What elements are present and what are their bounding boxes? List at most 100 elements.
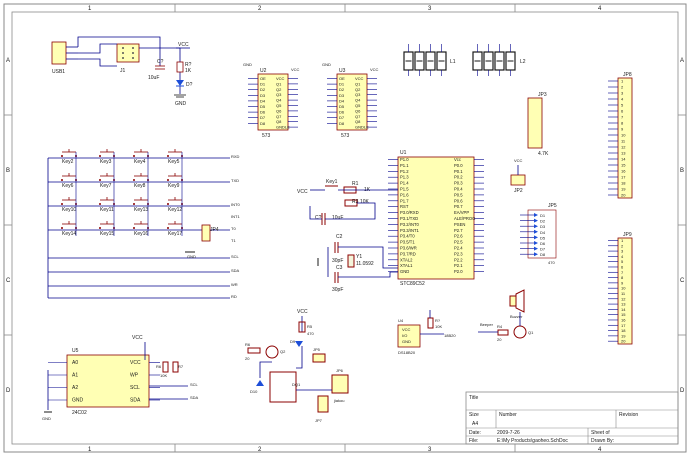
u5-pin-right: SDA (130, 398, 141, 404)
jp9-designator: JP9 (623, 232, 632, 238)
jp5-led-label: D8 (540, 252, 546, 257)
u3-pin-right: GNDLE (355, 125, 369, 130)
u1-pin-left: P3.0/RXD (400, 210, 419, 215)
u1-pin-left: P1.7 (400, 198, 409, 203)
jp5-led-label: D3 (540, 224, 546, 229)
seven-seg-l1: L1 (403, 44, 456, 76)
u2-pin-left: D7 (260, 115, 266, 120)
date-label: Date: (469, 430, 481, 436)
u5-gnd: GND (42, 416, 51, 421)
u1-pin-left: RST (400, 204, 409, 209)
title-block: Title Size A4 Number Revision Date: 2009… (465, 391, 679, 445)
reset-vcc: VCC (297, 189, 308, 195)
key-net-label: RXD (231, 154, 240, 159)
u3-latch: U3 573 OED1D2D3D4D5D6D7D8VCCQ1Q2Q3Q4Q5Q6… (327, 68, 377, 139)
u2-pin-right: VCC (276, 76, 285, 81)
jp9-pin: 2 (621, 243, 624, 248)
jp9-pin: 4 (621, 254, 624, 259)
u1-pin-left: P3.1/TXD (400, 216, 418, 221)
relay-jp6-label: jiakou (333, 398, 344, 403)
jp3-designator: JP3 (538, 92, 547, 98)
u3-pin-right: VCC (355, 76, 364, 81)
u1-pin-right: P2.7 (454, 228, 463, 233)
u3-pin-left: D3 (339, 93, 345, 98)
u1-mcu: U1 STC89C52 P1.0P1.1P1.2P1.3P1.4P1.5P1.6… (388, 150, 484, 287)
svg-text:GND: GND (322, 62, 331, 67)
jp4-header: JP4 GND (185, 224, 219, 259)
jp4-gnd: GND (187, 254, 196, 259)
key-net-label: T1 (231, 238, 236, 243)
jp5-led-label: D1 (540, 213, 546, 218)
reset-circuit: VCC Key1 R1 1K R3 10K C? 10uF (297, 179, 398, 225)
u1-pin-left: P3.4/T0 (400, 234, 415, 239)
ds18b20-r-val: 10K (435, 324, 442, 329)
u3-designator: U3 (339, 68, 346, 74)
relay-led: D9 (290, 339, 296, 344)
u2-pin-right: Q7 (276, 114, 282, 119)
u1-pin-right: P2.3 (454, 251, 463, 256)
u2-pin-left: D8 (260, 121, 266, 126)
svg-text:GND: GND (243, 62, 252, 67)
u3-pin-right: Q8 (355, 119, 361, 124)
power-r-designator: R? (185, 62, 192, 68)
svg-text:VCC: VCC (291, 67, 300, 72)
u2-pin-right: Q6 (276, 108, 282, 113)
jp9-pin: 10 (621, 286, 626, 291)
jp9-pin: 14 (621, 307, 626, 312)
power-gnd-label: GND (175, 101, 187, 107)
col-label-4-bottom: 4 (598, 447, 602, 453)
u1-pin-right: P0.2 (454, 175, 463, 180)
key-net-label: INT1 (231, 214, 240, 219)
row-label-c-right: C (680, 278, 685, 284)
buzzer-circuit: Buzzer Beeper R4 20 Q1 (478, 289, 534, 342)
jp9-pin: 16 (621, 317, 626, 322)
col-label-1-bottom: 1 (88, 447, 92, 453)
ds18b20-part: DS18B20 (398, 350, 416, 355)
relay-r5: R5 (307, 324, 313, 329)
jp9-pin: 5 (621, 259, 624, 264)
u2-part: 573 (262, 133, 271, 139)
jp8-pin: 3 (621, 91, 624, 96)
jp9-pin: 17 (621, 323, 626, 328)
jp5-led-label: D5 (540, 235, 546, 240)
u1-pin-right: PSEN (454, 222, 465, 227)
svg-text:VCC: VCC (370, 67, 379, 72)
u5-designator: U5 (72, 348, 79, 354)
jp8-pin: 12 (621, 145, 626, 150)
u3-pin-left: D4 (339, 98, 345, 103)
key-label: Key15 (100, 231, 114, 237)
u5-net-sda: SDA (190, 395, 199, 400)
u2-pin-right: Q2 (276, 87, 282, 92)
reset-cap-val: 10uF (332, 215, 343, 221)
u1-pin-right: P2.0 (454, 269, 463, 274)
jp5-led-label: D7 (540, 247, 546, 252)
size-value: A4 (472, 421, 478, 427)
ds18b20-pin-gnd: GND (402, 339, 411, 344)
u2-pin-right: Q5 (276, 103, 282, 108)
u5-pin-right: WP (130, 373, 139, 379)
row-label-a: A (6, 58, 10, 64)
ds18b20-sensor: U4 DS18B20 VCC I/O GND R? 10K 18B20 (397, 310, 456, 355)
jp8-pin: 16 (621, 169, 626, 174)
u1-pin-right: P2.5 (454, 240, 463, 245)
key-label: Key11 (100, 207, 114, 213)
u5-r7: R7 (178, 364, 184, 369)
key-label: Key14 (62, 231, 76, 237)
col-label-2: 2 (258, 6, 262, 12)
buzzer-r-val: 20 (497, 337, 502, 342)
u5-net-scl: SCL (190, 382, 199, 387)
u2-latch: U2 573 OED1D2D3D4D5D6D7D8VCCQ1Q2Q3Q4Q5Q6… (248, 68, 298, 139)
jp5-led-label: D6 (540, 241, 546, 246)
jp9-pin: 6 (621, 264, 624, 269)
u5-pin-left: A2 (72, 385, 78, 391)
u2-pin-left: D1 (260, 82, 266, 87)
file-label: File: (469, 438, 478, 444)
u3-part: 573 (341, 133, 350, 139)
jp9-pin: 18 (621, 328, 626, 333)
jp8-pin: 14 (621, 157, 626, 162)
row-label-a-right: A (680, 58, 684, 64)
